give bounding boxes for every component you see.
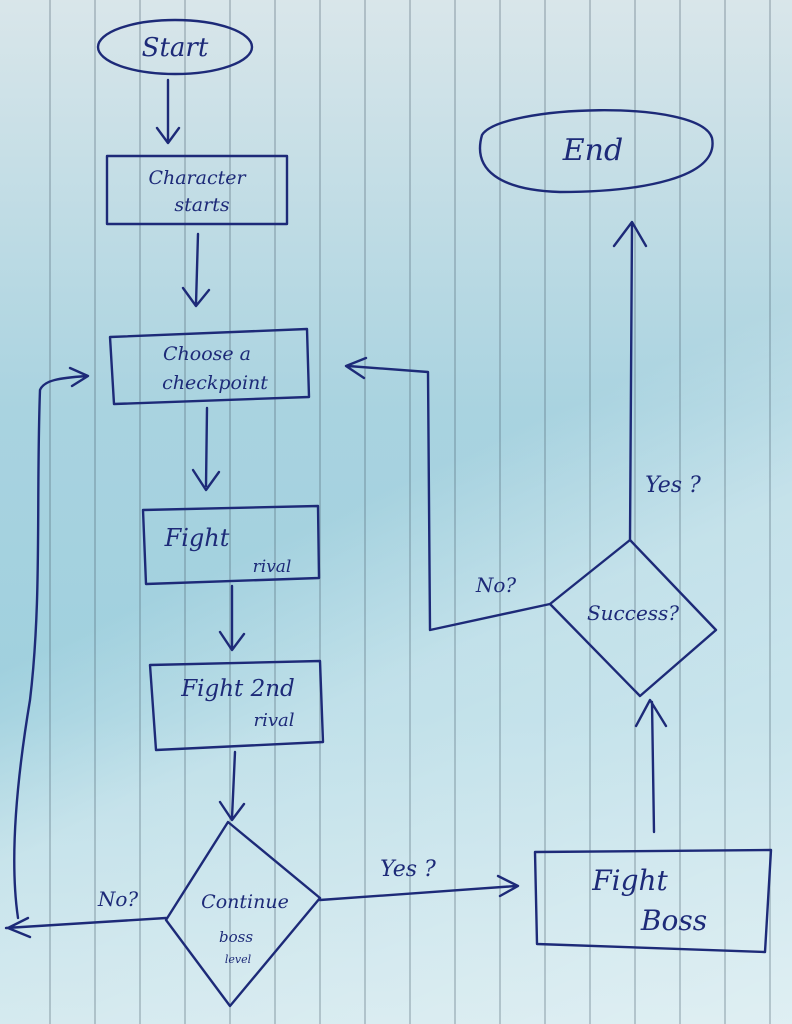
arrow-checkpoint-to-rival xyxy=(191,406,221,492)
character-starts-box xyxy=(105,154,289,226)
choose-checkpoint-box xyxy=(108,327,311,406)
fight-2nd-rival-line2: rival xyxy=(253,710,294,731)
start-label: Start xyxy=(142,33,209,63)
fight-boss-box xyxy=(533,848,773,954)
arrow-continue-no-loop xyxy=(4,366,168,939)
fight-rival-box xyxy=(141,504,321,586)
fight-rival-line1: Fight xyxy=(164,524,230,552)
arrow-character-to-checkpoint xyxy=(181,232,211,308)
arrow-continue-yes xyxy=(318,874,520,902)
arrow-boss-to-success xyxy=(634,698,668,834)
end-label: End xyxy=(562,133,623,168)
fight-rival-line2: rival xyxy=(253,557,292,577)
continue-line3: level xyxy=(225,953,252,966)
start-terminal xyxy=(96,18,254,76)
continue-boss-level-decision xyxy=(164,820,322,1008)
success-label: Success? xyxy=(587,601,679,625)
end-terminal xyxy=(478,109,714,194)
choose-checkpoint-line1: Choose a xyxy=(163,343,251,365)
fight-boss-line1: Fight xyxy=(591,864,668,897)
arrow-start-to-character xyxy=(155,78,181,145)
continue-line2: boss xyxy=(219,928,253,946)
fight-2nd-rival-box xyxy=(148,659,325,752)
success-no-label: No? xyxy=(475,573,517,597)
arrow-success-yes xyxy=(612,220,648,542)
arrow-2nd-rival-to-continue xyxy=(218,750,246,822)
success-yes-label: Yes ? xyxy=(645,473,701,498)
arrow-success-no-loop xyxy=(344,356,552,632)
choose-checkpoint-line2: checkpoint xyxy=(162,372,268,394)
success-decision xyxy=(548,538,718,698)
arrow-rival-to-2nd-rival xyxy=(218,584,246,652)
continue-no-label: No? xyxy=(97,887,139,911)
character-starts-line1: Character xyxy=(148,167,247,189)
fight-2nd-rival-line1: Fight 2nd xyxy=(180,676,295,702)
fight-boss-line2: Boss xyxy=(640,904,707,937)
continue-yes-label: Yes ? xyxy=(380,857,436,882)
continue-line1: Continue xyxy=(201,891,289,913)
character-starts-line2: starts xyxy=(174,194,229,216)
